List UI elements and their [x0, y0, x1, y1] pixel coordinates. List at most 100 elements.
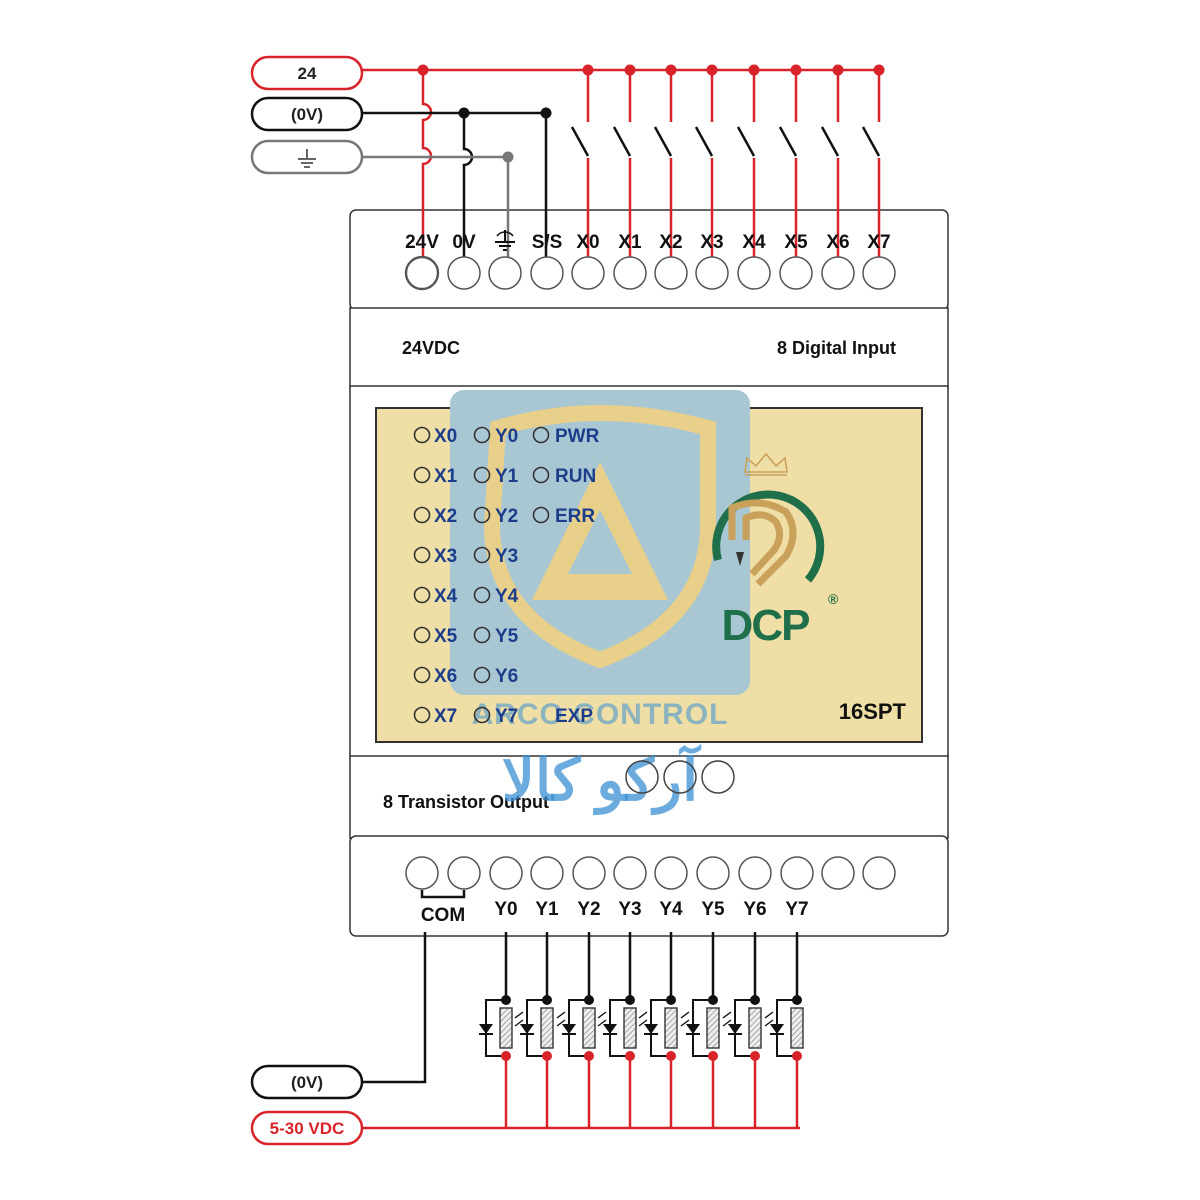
watermark-letter-icon — [532, 462, 668, 600]
input-terminal-screw — [862, 256, 896, 290]
diode-icon — [728, 1024, 742, 1034]
input-terminal-screw — [695, 256, 729, 290]
output-load — [556, 932, 596, 1128]
output-load — [680, 932, 720, 1128]
terminal-label-x2: X2 — [659, 232, 682, 253]
supply-24v-pill — [250, 55, 364, 91]
output-terminal-screw — [862, 856, 896, 890]
output-voltage-pill — [250, 1110, 364, 1146]
input-terminal-screw — [654, 256, 688, 290]
led-pwr: PWR — [532, 426, 600, 447]
terminal-label-y3: Y3 — [618, 899, 641, 920]
module-top-block — [349, 209, 949, 311]
terminal-label-com: COM — [421, 905, 465, 926]
terminal-label-y0: Y0 — [494, 899, 517, 920]
terminal-label-x5: X5 — [784, 232, 808, 253]
led-x3: X3 — [413, 546, 457, 567]
brand-name: DCP — [722, 601, 810, 650]
led-y3: Y3 — [473, 546, 518, 567]
input-terminal-screw — [821, 256, 855, 290]
svg-text:Y1: Y1 — [495, 466, 519, 487]
led-y1: Y1 — [473, 466, 519, 487]
led-x2: X2 — [413, 506, 457, 527]
led-y6: Y6 — [473, 666, 518, 687]
output-terminal-screw — [780, 856, 814, 890]
svg-text:X1: X1 — [434, 466, 458, 487]
input-count-label: 8 Digital Input — [777, 338, 896, 358]
svg-text:X2: X2 — [434, 506, 457, 527]
brand-mark-icon — [728, 499, 797, 587]
terminal-label-y2: Y2 — [577, 899, 600, 920]
brand-arc-icon — [712, 490, 825, 583]
supply-0v-label: (0V) — [291, 105, 323, 124]
led-x5: X5 — [413, 626, 458, 647]
output-terminal-screw — [613, 856, 647, 890]
output-count-label: 8 Transistor Output — [383, 792, 549, 812]
brand-logo: DCP ® — [712, 452, 839, 650]
svg-text:X3: X3 — [434, 546, 457, 567]
svg-text:PWR: PWR — [555, 426, 600, 447]
svg-text:X4: X4 — [434, 586, 458, 607]
crown-icon — [744, 452, 788, 476]
svg-text:Y0: Y0 — [495, 426, 518, 447]
terminal-ground-icon — [495, 230, 515, 251]
led-x1: X1 — [413, 466, 458, 487]
terminal-label-x7: X7 — [867, 232, 890, 253]
svg-text:Y3: Y3 — [495, 546, 518, 567]
input-terminal-screw — [737, 256, 771, 290]
output-terminal-screw — [738, 856, 772, 890]
svg-text:X6: X6 — [434, 666, 457, 687]
output-terminal-screw — [530, 856, 564, 890]
output-terminal-screws — [405, 856, 896, 890]
output-terminal-screw — [447, 856, 481, 890]
expansion-port — [625, 760, 735, 794]
svg-text:RUN: RUN — [555, 466, 596, 487]
resistor-icon — [790, 1007, 804, 1049]
output-voltage-label: 5-30 VDC — [270, 1119, 345, 1138]
ground-icon — [298, 149, 316, 168]
terminal-label-24v: 24V — [405, 232, 439, 253]
input-terminal-screw — [779, 256, 813, 290]
output-terminal-screw — [405, 856, 439, 890]
diode-icon — [770, 1024, 784, 1034]
input-terminal-screw — [530, 256, 564, 290]
input-terminal-screw — [613, 256, 647, 290]
output-wiring — [362, 932, 800, 1130]
led-x6: X6 — [413, 666, 457, 687]
input-switch — [694, 64, 718, 258]
input-switch — [778, 64, 802, 258]
resistor-icon — [582, 1007, 596, 1049]
output-load — [479, 932, 513, 1128]
com-bracket — [420, 890, 466, 899]
output-terminal-screw — [654, 856, 688, 890]
input-switches — [570, 64, 885, 258]
resistor-icon — [748, 1007, 762, 1049]
terminal-label-ss: S/S — [532, 232, 563, 253]
terminal-label-x6: X6 — [826, 232, 849, 253]
output-load — [764, 932, 804, 1128]
terminal-label-y6: Y6 — [743, 899, 766, 920]
svg-text:Y2: Y2 — [495, 506, 518, 527]
watermark-shield-icon — [483, 405, 716, 669]
input-switch — [861, 64, 885, 258]
led-run: RUN — [532, 466, 596, 487]
diode-icon — [562, 1024, 576, 1034]
terminal-label-x1: X1 — [618, 232, 642, 253]
resistor-icon — [706, 1007, 720, 1049]
output-0v-pill — [250, 1064, 364, 1100]
terminal-label-0v: 0V — [452, 232, 476, 253]
resistor-icon — [499, 1007, 513, 1049]
led-y4: Y4 — [473, 586, 519, 607]
svg-text:X7: X7 — [434, 706, 457, 727]
svg-text:X0: X0 — [434, 426, 457, 447]
terminal-label-x3: X3 — [700, 232, 723, 253]
watermark-text: ARCO CONTROL — [472, 698, 729, 731]
led-y2: Y2 — [473, 506, 518, 527]
led-x0: X0 — [413, 426, 457, 447]
input-terminal-screw — [404, 255, 440, 291]
input-switch — [612, 64, 636, 258]
output-load — [722, 932, 762, 1128]
output-terminal-screw — [696, 856, 730, 890]
svg-text:X5: X5 — [434, 626, 458, 647]
